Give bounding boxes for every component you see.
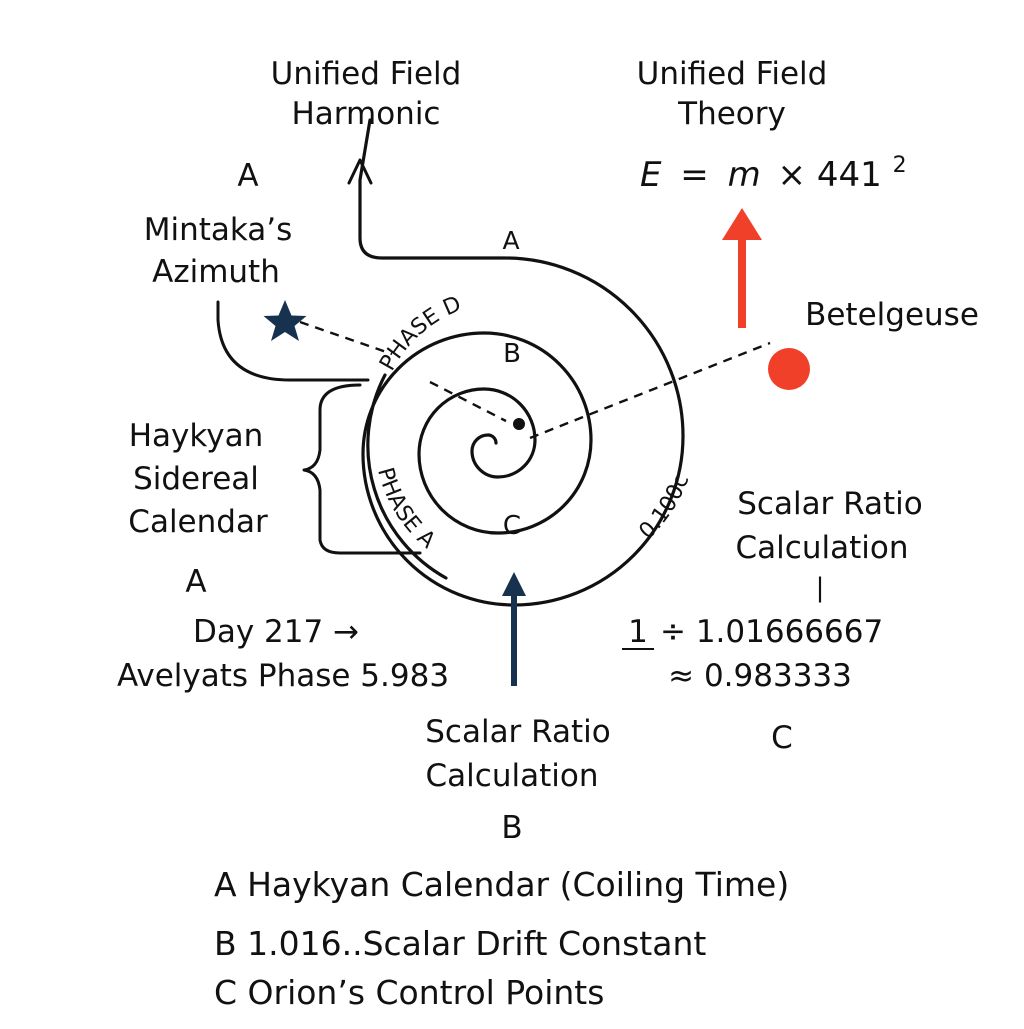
- mintaka-dashed-line: [299, 320, 393, 356]
- unified-theory-line2: Theory: [677, 96, 786, 132]
- spiral-label-c: C: [503, 511, 521, 541]
- spiral-label-b: B: [503, 339, 521, 369]
- bottom-scalar-line2: Calculation: [426, 758, 599, 794]
- legend-item-a: A Haykyan Calendar (Coiling Time): [214, 865, 789, 904]
- navy-arrow-shaft: [511, 592, 517, 686]
- unified-theory-line1: Unified Field: [637, 56, 828, 92]
- betelgeuse-label: Betelgeuse: [805, 297, 979, 333]
- marker-a-bottom: A: [185, 564, 206, 600]
- equation-times-441: × 441: [778, 155, 882, 195]
- spiral-center-dot: [513, 418, 525, 430]
- marker-c: C: [771, 720, 793, 756]
- marker-a-top: A: [237, 158, 258, 194]
- up-arrow-head-icon: [347, 158, 373, 185]
- speed-label: 0.100c: [634, 471, 694, 545]
- haykyan-label-line1: Haykyan: [129, 418, 264, 454]
- red-up-arrow-icon: [722, 208, 762, 240]
- legend-item-b: B 1.016..Scalar Drift Constant: [214, 924, 706, 963]
- haykyan-label-line3: Calendar: [128, 504, 268, 540]
- coiling-spiral: [358, 118, 685, 607]
- spiral-label-a: A: [502, 226, 519, 255]
- center-dashed-line-left: [429, 380, 507, 423]
- haykyan-brace: [302, 383, 422, 555]
- haykyan-label-line2: Sidereal: [133, 461, 259, 497]
- legend: A Haykyan Calendar (Coiling Time) B 1.01…: [214, 865, 789, 1012]
- equation-exponent: 2: [893, 153, 907, 178]
- equation-e: E: [640, 155, 662, 195]
- legend-item-c: C Orion’s Control Points: [214, 973, 604, 1012]
- formula-one: 1: [628, 614, 648, 650]
- mintaka-label-line2: Azimuth: [152, 254, 280, 290]
- red-circle-icon: [768, 348, 810, 390]
- equation: E = m × 441 2: [640, 153, 907, 195]
- right-scalar-line1: Scalar Ratio: [737, 486, 923, 522]
- equation-equals: =: [680, 155, 709, 195]
- formula-line1: ÷ 1.01666667: [660, 614, 883, 650]
- betelgeuse-dashed-line: [529, 341, 771, 440]
- unified-harmonic-line2: Harmonic: [292, 96, 441, 132]
- red-arrow-shaft: [738, 238, 746, 328]
- formula-line2: ≈ 0.983333: [668, 658, 852, 694]
- navy-up-arrow-icon: [502, 572, 526, 596]
- spiral-inner-coil: [417, 331, 593, 535]
- marker-b: B: [501, 810, 522, 846]
- phase-d-label: PHASE D: [375, 292, 465, 375]
- equation-m: m: [728, 155, 761, 195]
- right-scalar-line2: Calculation: [736, 530, 909, 566]
- outer-phase-arc: [366, 373, 448, 580]
- right-pipe: |: [816, 573, 825, 603]
- spiral-outer-arc: [358, 118, 685, 607]
- five-point-star-icon: [263, 300, 307, 341]
- bottom-scalar-line1: Scalar Ratio: [425, 714, 611, 750]
- day-label-line1: Day 217 →: [193, 614, 359, 650]
- day-label-line2: Avelyats Phase 5.983: [117, 658, 449, 694]
- phase-d-text: PHASE D: [375, 292, 465, 375]
- mintaka-label-line1: Mintaka’s: [144, 212, 293, 248]
- unified-harmonic-line1: Unified Field: [271, 56, 462, 92]
- speed-text: 0.100c: [634, 471, 694, 545]
- mintaka-bracket-line: [216, 300, 370, 382]
